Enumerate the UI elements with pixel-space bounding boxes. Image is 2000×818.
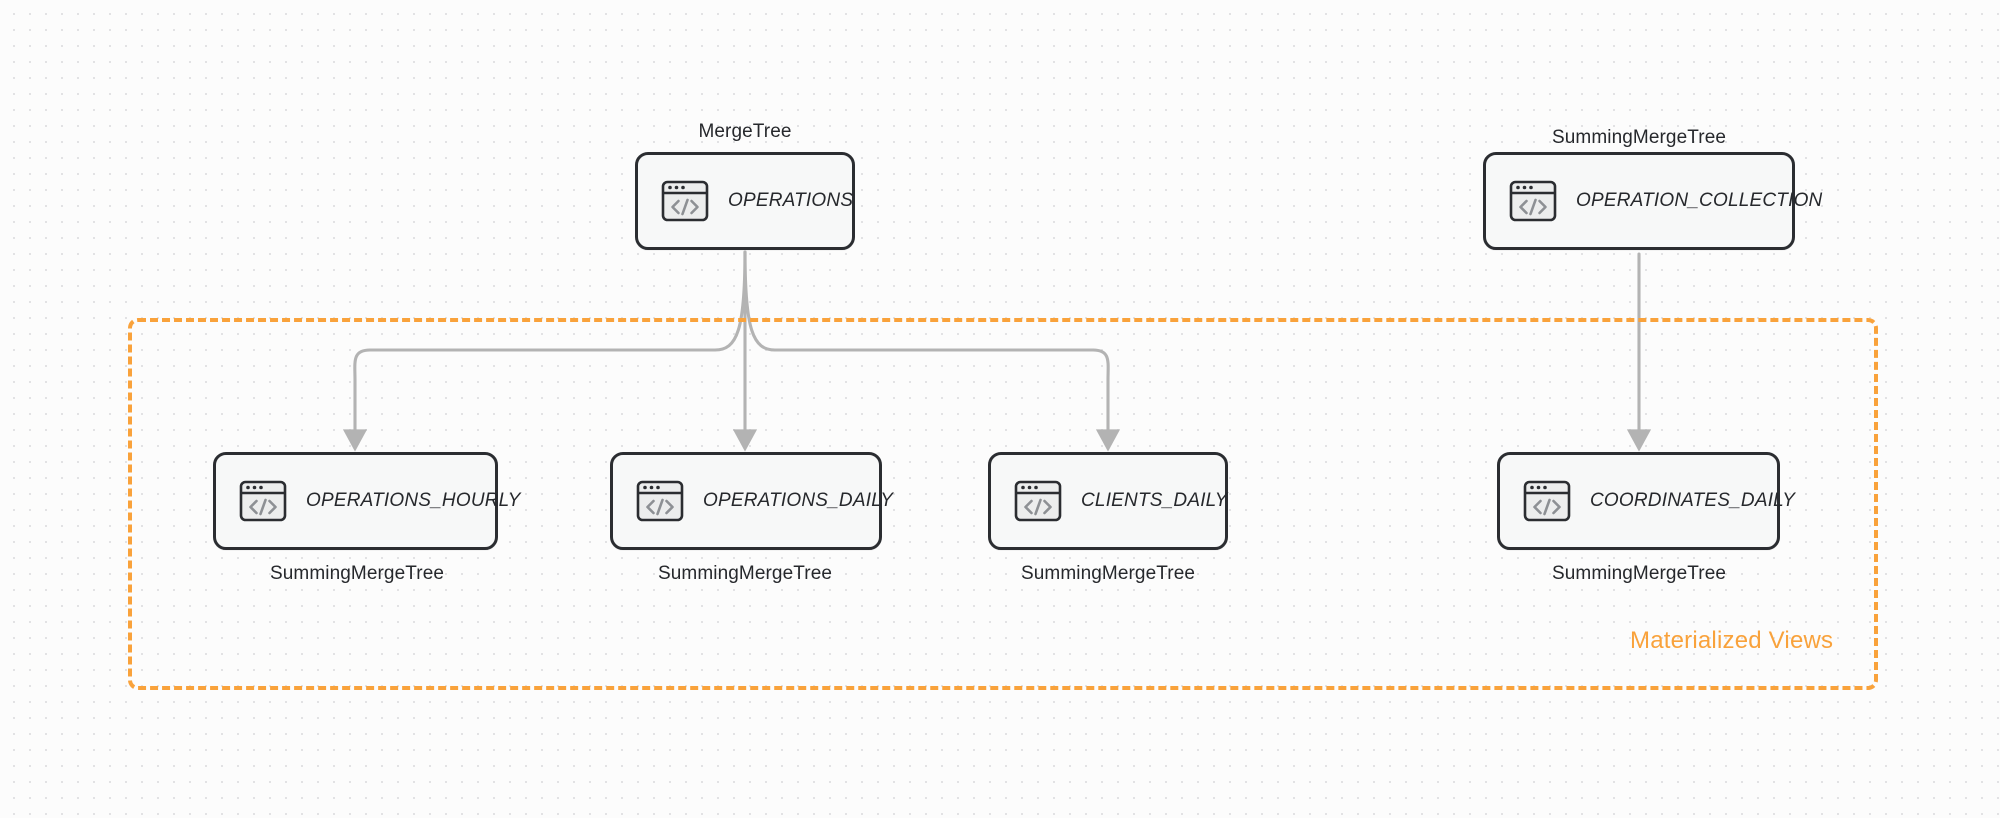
materialized-views-group-label: Materialized Views <box>1630 627 1834 654</box>
node-label: OPERATIONS_HOURLY <box>306 490 521 511</box>
node-label: OPERATION_COLLECTION <box>1576 190 1823 211</box>
node-operation-collection[interactable]: OPERATION_COLLECTION <box>1483 152 1822 250</box>
engine-caption-coordinates-daily: SummingMergeTree <box>1551 563 1727 584</box>
node-label: OPERATIONS_DAILY <box>703 490 894 511</box>
node-operations-hourly[interactable]: OPERATIONS_HOURLY <box>213 452 520 550</box>
code-window-icon <box>239 480 287 522</box>
node-coordinates-daily[interactable]: COORDINATES_DAILY <box>1497 452 1795 550</box>
engine-caption-operations: MergeTree <box>698 121 792 142</box>
code-window-icon <box>636 480 684 522</box>
engine-caption-clients-daily: SummingMergeTree <box>1020 563 1196 584</box>
code-window-icon <box>1509 180 1557 222</box>
node-clients-daily[interactable]: CLIENTS_DAILY <box>988 452 1228 550</box>
engine-caption-operation-collection: SummingMergeTree <box>1551 127 1727 148</box>
engine-caption-operations-hourly: SummingMergeTree <box>269 563 445 584</box>
code-window-icon <box>1523 480 1571 522</box>
node-label: COORDINATES_DAILY <box>1590 490 1796 511</box>
node-label: OPERATIONS <box>728 190 854 211</box>
node-operations[interactable]: OPERATIONS <box>635 152 855 250</box>
code-window-icon <box>1014 480 1062 522</box>
code-window-icon <box>661 180 709 222</box>
engine-caption-operations-daily: SummingMergeTree <box>657 563 833 584</box>
node-operations-daily[interactable]: OPERATIONS_DAILY <box>610 452 893 550</box>
node-label: CLIENTS_DAILY <box>1081 490 1228 511</box>
